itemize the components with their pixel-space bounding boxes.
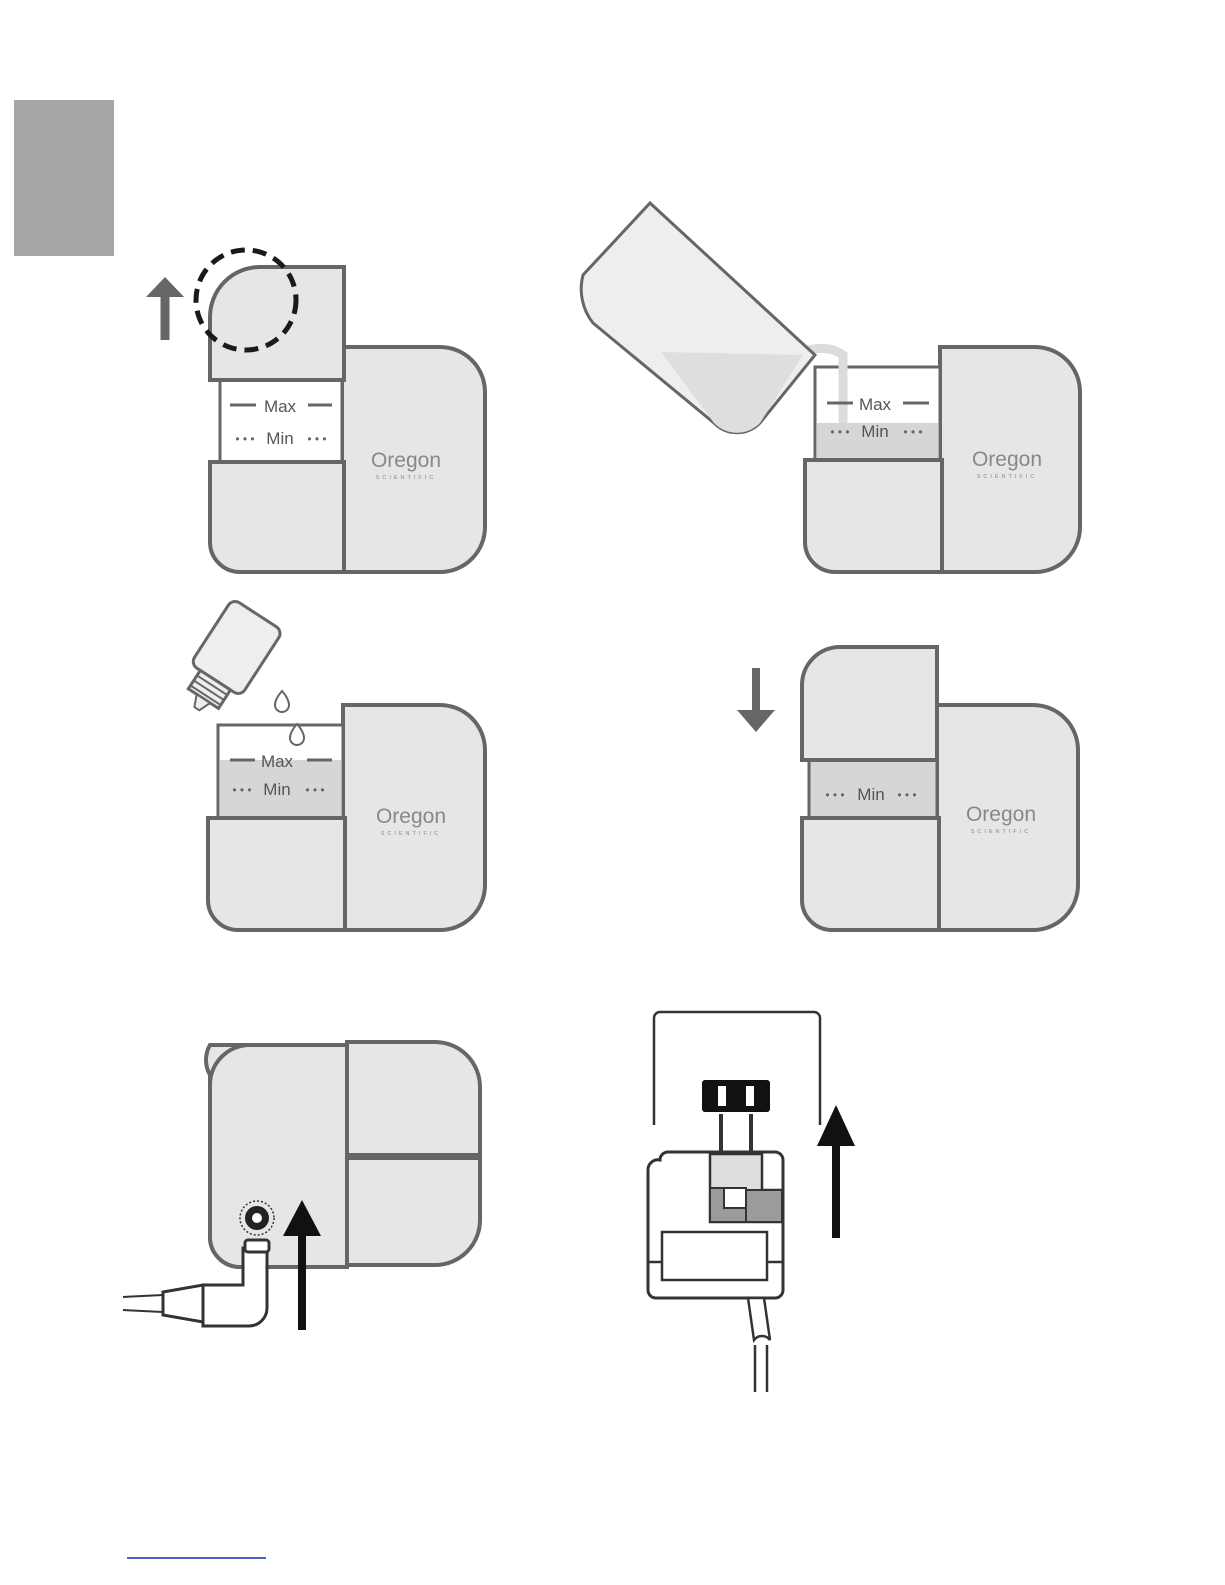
min-dots-right: • • •	[903, 425, 922, 439]
step-pour-water-illustration: Max • • • Min • • • Oregon SCIENTIFIC	[575, 195, 1095, 585]
step-plug-into-outlet-illustration	[630, 1000, 880, 1395]
device-base	[805, 460, 942, 572]
step-add-drops-illustration: Max • • • Min • • • Oregon SCIENTIFIC	[160, 595, 500, 940]
device-back-bottom-panel	[347, 1158, 480, 1265]
min-dots-left: • • •	[830, 425, 849, 439]
min-dots-right: • • •	[305, 783, 324, 797]
max-label: Max	[859, 395, 892, 414]
outlet-socket-icon	[702, 1080, 770, 1112]
min-dots-right: • • •	[897, 788, 916, 802]
min-dots-left: • • •	[235, 432, 254, 446]
insert-arrow-icon	[817, 1105, 855, 1238]
brand-logo: Oregon	[371, 449, 441, 472]
min-label: Min	[263, 780, 290, 799]
page-side-tab	[14, 100, 114, 256]
min-dots-left: • • •	[232, 783, 251, 797]
dc-jack-icon	[240, 1201, 274, 1235]
min-label: Min	[857, 785, 884, 804]
max-label: Max	[264, 397, 297, 416]
step-connect-dc-plug-illustration	[115, 1030, 495, 1340]
device-lid	[802, 647, 937, 760]
device-base	[802, 818, 939, 930]
device-back-top-panel	[347, 1042, 480, 1155]
min-dots-right: • • •	[307, 432, 326, 446]
min-label: Min	[861, 422, 888, 441]
down-arrow-icon	[737, 668, 775, 732]
brand-logo: Oregon	[376, 805, 446, 828]
step-close-lid-illustration: • • • Min • • • Oregon SCIENTIFIC	[725, 640, 1095, 940]
adapter-cable	[748, 1298, 770, 1392]
dropper-bottle-icon	[172, 598, 283, 725]
brand-tagline: SCIENTIFIC	[376, 475, 437, 481]
dc-power-cable	[123, 1240, 269, 1326]
brand-tagline: SCIENTIFIC	[381, 831, 442, 837]
brand-tagline: SCIENTIFIC	[977, 474, 1038, 480]
brand-tagline: SCIENTIFIC	[971, 829, 1032, 835]
max-label: Max	[261, 752, 294, 771]
jug	[581, 203, 843, 433]
step-remove-lid-illustration: Max • • • Min • • • Oregon SCIENTIFIC	[130, 235, 500, 585]
up-arrow-icon	[146, 277, 184, 340]
brand-logo: Oregon	[972, 448, 1042, 471]
device-lid	[210, 267, 344, 380]
device-base	[208, 818, 345, 930]
min-dots-left: • • •	[825, 788, 844, 802]
drop-icon	[275, 691, 289, 712]
brand-logo: Oregon	[966, 803, 1036, 826]
footer-rule	[127, 1557, 266, 1559]
water-tank	[220, 380, 342, 462]
adapter-label-plate	[662, 1232, 767, 1280]
min-label: Min	[266, 429, 293, 448]
device-base	[210, 462, 344, 572]
